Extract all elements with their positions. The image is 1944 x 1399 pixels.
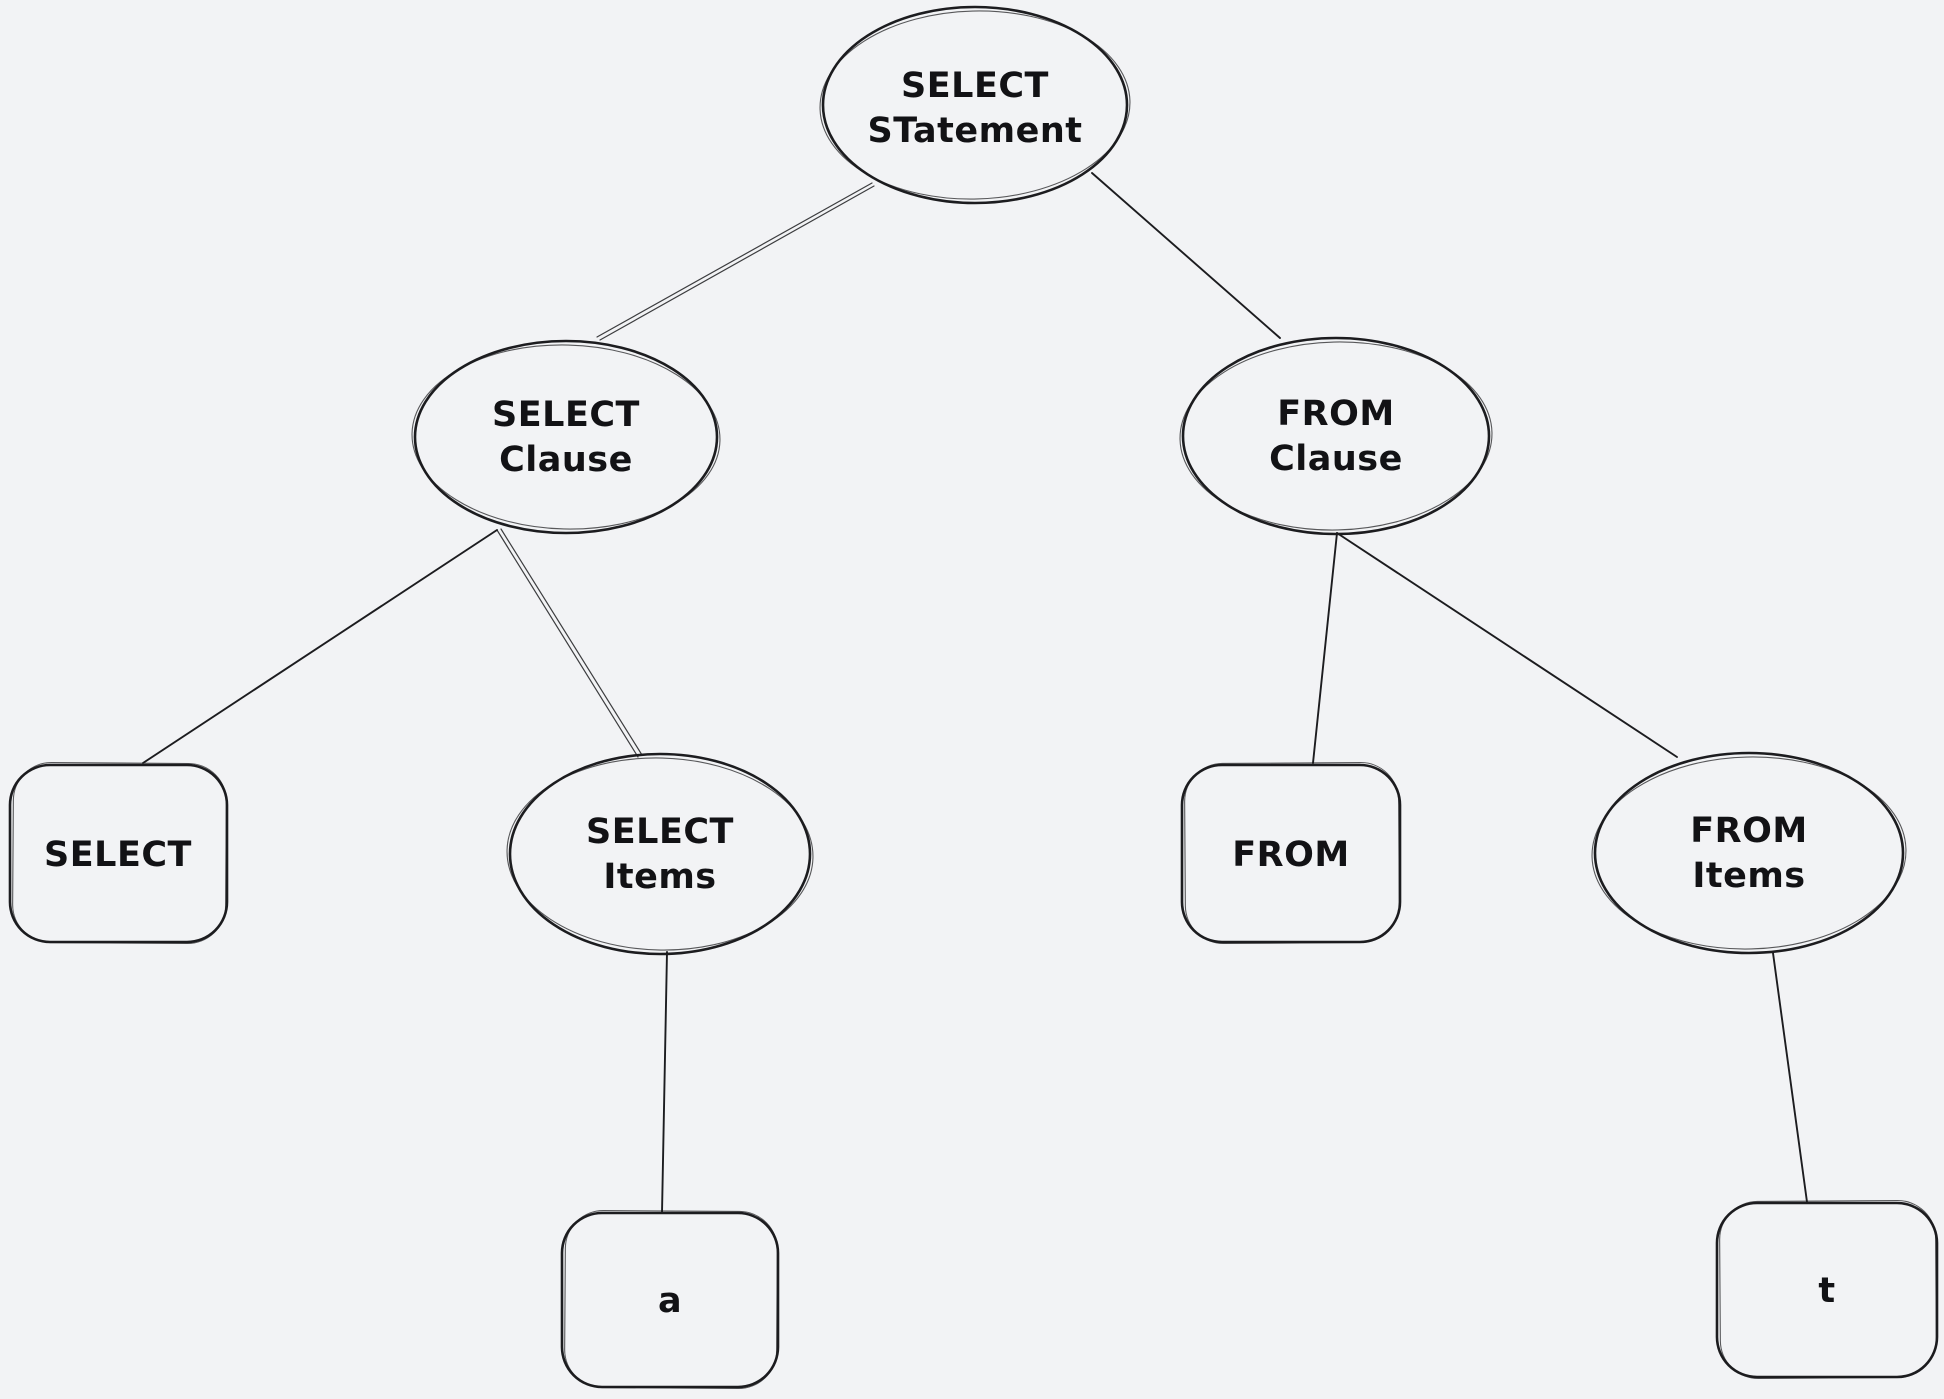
edge-select-clause-to-select-keyword xyxy=(142,529,498,764)
edge-select-statement-to-select-clause xyxy=(596,182,875,341)
edge-layer xyxy=(142,172,1808,1214)
node-select-clause-outline xyxy=(413,339,719,535)
node-from-item-value: t xyxy=(1715,1199,1939,1380)
node-select-keyword-label: SELECT xyxy=(44,835,192,875)
node-select-keyword: SELECT xyxy=(8,761,229,945)
node-select-statement: SELECT STatement xyxy=(819,5,1131,205)
node-select-item-value-outline xyxy=(560,1211,780,1389)
node-select-item-value: a xyxy=(560,1209,780,1390)
node-from-clause-label-line2: Clause xyxy=(1269,439,1403,479)
node-select-statement-outline-sketch xyxy=(819,10,1131,200)
node-from-items-outline-sketch xyxy=(1591,756,1907,950)
edge-from-clause-to-from-items xyxy=(1336,532,1678,758)
edge-from-clause-to-from-keyword xyxy=(1312,532,1338,764)
node-select-keyword-outline-sketch xyxy=(12,761,227,945)
node-from-clause-label-line1: FROM xyxy=(1277,394,1394,434)
node-from-clause: FROM Clause xyxy=(1179,336,1493,536)
node-from-items-label-line1: FROM xyxy=(1690,811,1807,851)
node-from-item-value-outline-sketch xyxy=(1719,1199,1937,1380)
node-from-clause-outline xyxy=(1181,336,1491,536)
node-select-items: SELECT Items xyxy=(506,752,814,956)
node-select-keyword-outline xyxy=(8,763,229,944)
node-select-clause-label-line1: SELECT xyxy=(492,395,640,435)
edge-from-items-to-from-item-value xyxy=(1772,952,1808,1203)
node-select-item-value-outline-sketch xyxy=(564,1209,778,1390)
node-select-statement-label-line2: STatement xyxy=(867,111,1082,151)
node-from-item-value-label: t xyxy=(1818,1271,1835,1311)
node-select-items-label-line1: SELECT xyxy=(586,812,734,852)
node-select-items-outline-sketch xyxy=(506,757,814,951)
node-select-items-outline xyxy=(508,752,812,956)
node-from-items: FROM Items xyxy=(1591,751,1907,955)
node-from-keyword-label: FROM xyxy=(1232,835,1349,875)
node-select-item-value-label: a xyxy=(658,1281,682,1321)
node-select-clause-outline-sketch xyxy=(411,344,721,530)
node-from-keyword-outline-sketch xyxy=(1184,761,1400,945)
node-select-statement-label-line1: SELECT xyxy=(901,66,1049,106)
node-from-keyword: FROM xyxy=(1180,761,1402,945)
node-select-clause: SELECT Clause xyxy=(411,339,721,535)
node-select-items-label-line2: Items xyxy=(603,857,716,897)
edge-select-clause-to-select-items xyxy=(496,528,643,758)
node-from-item-value-outline xyxy=(1715,1201,1939,1379)
node-select-clause-label-line2: Clause xyxy=(499,440,633,480)
edge-select-items-to-select-item-value xyxy=(661,951,668,1214)
node-from-keyword-outline xyxy=(1180,763,1402,944)
node-select-statement-outline xyxy=(821,5,1129,205)
node-from-clause-outline-sketch xyxy=(1179,341,1493,531)
node-from-items-label-line2: Items xyxy=(1692,856,1805,896)
node-from-items-outline xyxy=(1593,751,1905,955)
edge-select-statement-to-from-clause xyxy=(1091,172,1281,339)
node-layer: SELECT STatement SELECT Clause FROM Clau… xyxy=(8,5,1939,1390)
